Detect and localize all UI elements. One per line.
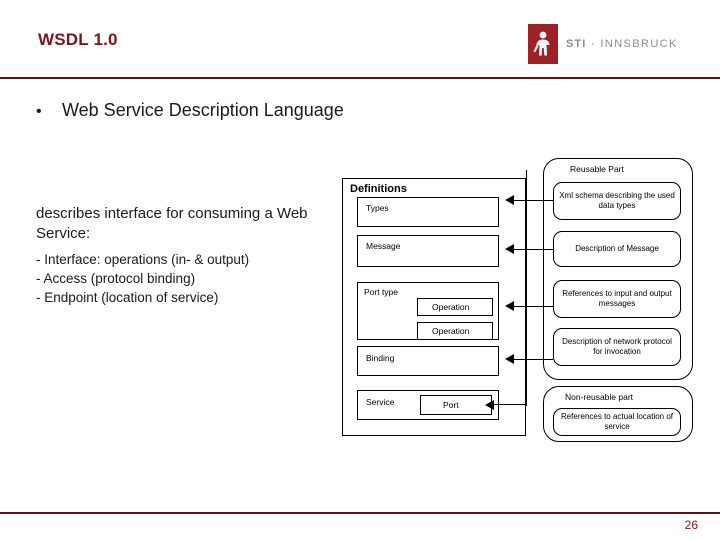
logo-wordmark-separator: · xyxy=(586,38,601,50)
operation-label-2: Operation xyxy=(432,326,470,336)
message-label: Message xyxy=(366,241,401,251)
detail-list: - Interface: operations (in- & output) -… xyxy=(36,250,346,307)
annotation-description-of-message: Description of Message xyxy=(553,231,681,267)
arrowhead-message xyxy=(505,244,514,254)
page-title: WSDL 1.0 xyxy=(38,30,118,49)
logo-wordmark-rest: INNSBRUCK xyxy=(600,38,678,50)
page-number: 26 xyxy=(684,518,698,532)
list-item: - Access (protocol binding) xyxy=(36,271,196,286)
connector-operation xyxy=(514,306,553,308)
list-item: - Interface: operations (in- & output) xyxy=(36,252,250,267)
types-box xyxy=(357,197,499,227)
arrowhead-binding xyxy=(505,354,514,364)
reusable-part-label: Reusable Part xyxy=(570,164,624,174)
arrowhead-operation xyxy=(505,301,514,311)
main-bullet: • Web Service Description Language xyxy=(36,100,344,121)
bullet-marker-icon: • xyxy=(36,103,42,120)
footer-divider xyxy=(0,512,720,514)
annotation-network-protocol: Description of network protocol for invo… xyxy=(553,328,681,366)
connector-spine-inner xyxy=(543,174,545,364)
binding-label: Binding xyxy=(366,353,395,363)
sti-innsbruck-logo: STI · INNSBRUCK xyxy=(528,24,688,66)
lead-paragraph: describes interface for consuming a Web … xyxy=(36,205,308,242)
annotation-xml-schema: Xml schema describing the used data type… xyxy=(553,182,681,220)
logo-wordmark-bold: STI xyxy=(566,38,587,50)
annotation-location-of-service: References to actual location of service xyxy=(553,408,681,436)
definitions-label: Definitions xyxy=(350,183,407,195)
header-divider xyxy=(0,77,720,79)
arrowhead-port xyxy=(485,400,494,410)
sti-figure-icon xyxy=(533,31,550,56)
connector-types xyxy=(514,200,553,202)
connector-message xyxy=(514,249,553,251)
logo-wordmark: STI · INNSBRUCK xyxy=(566,38,678,50)
operation-box-2 xyxy=(417,322,493,340)
connector-binding xyxy=(514,359,553,361)
arrowhead-types xyxy=(505,195,514,205)
binding-box xyxy=(357,346,499,376)
service-label: Service xyxy=(366,397,395,407)
annotation-references-io: References to input and output messages xyxy=(553,280,681,318)
operation-label-1: Operation xyxy=(432,302,470,312)
connector-port xyxy=(492,404,527,406)
operation-box-1 xyxy=(417,298,493,316)
types-label: Types xyxy=(366,203,389,213)
message-box xyxy=(357,235,499,267)
wsdl-structure-diagram: Definitions Types Message Port type Oper… xyxy=(330,150,710,450)
non-reusable-part-label: Non-reusable part xyxy=(565,392,634,402)
main-bullet-label: Web Service Description Language xyxy=(62,100,344,120)
connector-spine-outer xyxy=(526,170,528,406)
port-label: Port xyxy=(443,400,459,410)
port-type-label: Port type xyxy=(364,287,399,297)
slide-header: WSDL 1.0 STI · INNSBRUCK xyxy=(0,0,720,80)
list-item: - Endpoint (location of service) xyxy=(36,290,219,305)
